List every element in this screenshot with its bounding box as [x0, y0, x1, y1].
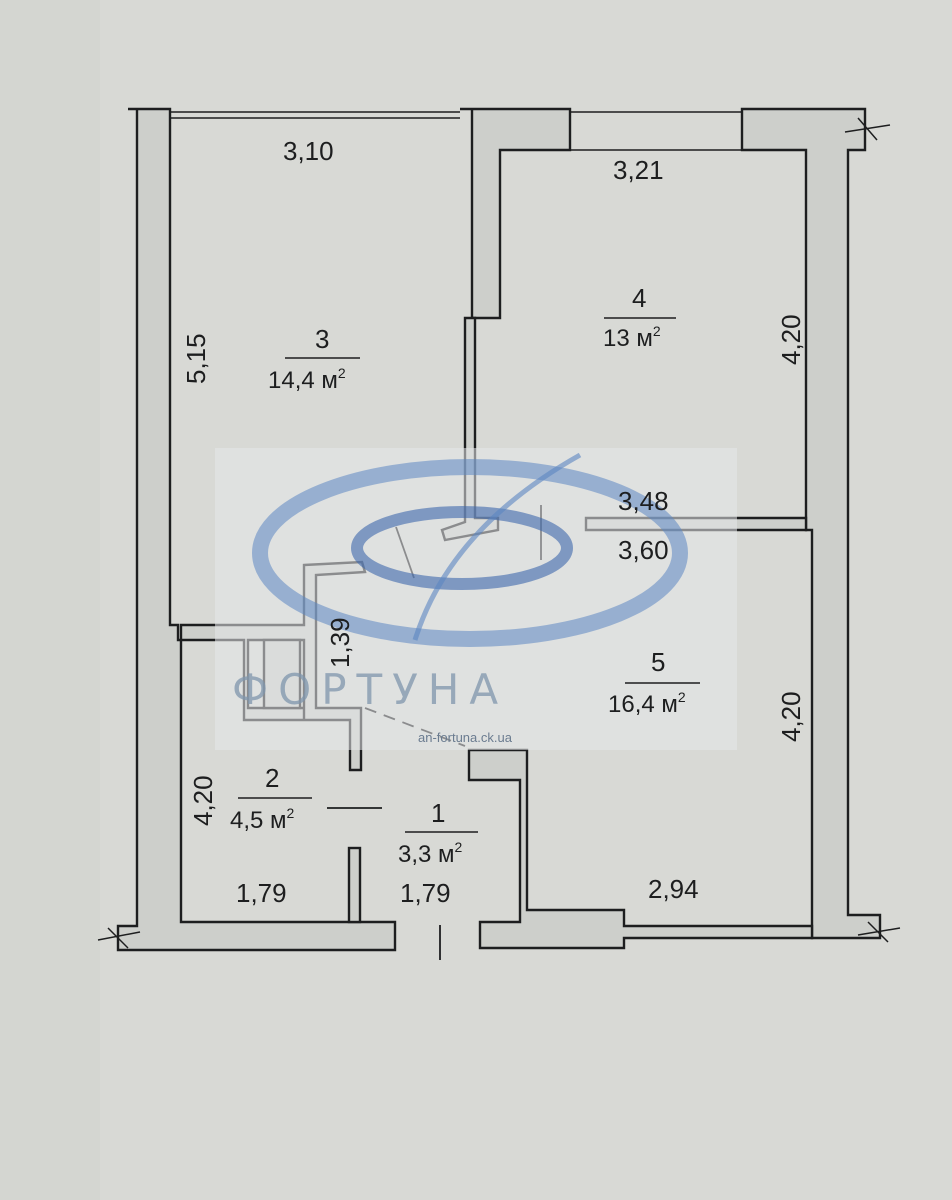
axis-mark-bottom-left: [97, 931, 141, 941]
dim-room5-top1: 3,48: [618, 486, 669, 516]
room-area: 3,3 м2: [398, 839, 463, 868]
room-area: 14,4 м2: [268, 365, 346, 394]
dim-room5-bottom: 2,94: [648, 874, 699, 904]
room-number: 2: [265, 763, 279, 793]
room-4-label: 4 13 м2: [603, 283, 676, 352]
room-area: 4,5 м2: [230, 805, 295, 834]
dim-room3-length: 5,15: [181, 333, 211, 384]
watermark-brand: ФОРТУНА: [232, 665, 508, 714]
dim-room2-length: 4,20: [188, 775, 218, 826]
room-1-label: 1 3,3 м2: [398, 798, 478, 868]
room-number: 5: [651, 647, 665, 677]
wall-corridor-room5: [467, 748, 814, 950]
room-5-label: 5 16,4 м2: [608, 647, 700, 718]
wall-top-right: [740, 107, 882, 940]
dim-hall-length: 1,39: [325, 617, 355, 668]
room-number: 4: [632, 283, 646, 313]
room-2-label: 2 4,5 м2: [230, 763, 312, 834]
watermark-swoosh-inner: [351, 506, 573, 590]
dim-room5-top2: 3,60: [618, 535, 669, 565]
axis-mark-top-right-tick: [857, 117, 878, 141]
axis-marks: [97, 117, 901, 949]
wall-room2-room1: [347, 846, 362, 924]
dim-room3-width: 3,10: [283, 136, 334, 166]
dim-room4-width: 3,21: [613, 155, 664, 185]
wall-top-middle: [460, 107, 572, 320]
paper-shadow: [0, 0, 100, 1200]
room-area: 16,4 м2: [608, 689, 686, 718]
axis-mark-bottom-right: [857, 927, 901, 936]
room-area: 13 м2: [603, 323, 661, 352]
watermark-arc: [412, 452, 582, 641]
dim-room5-length: 4,20: [776, 691, 806, 742]
wall-left: [116, 107, 397, 952]
room-3-label: 3 14,4 м2: [268, 324, 360, 394]
watermark: ФОРТУНА an-fortuna.ck.ua: [215, 448, 737, 750]
dim-room2-width: 1,79: [236, 878, 287, 908]
watermark-url: an-fortuna.ck.ua: [418, 730, 513, 745]
dim-room4-length: 4,20: [776, 314, 806, 365]
room-number: 3: [315, 324, 329, 354]
dim-room1-width: 1,79: [400, 878, 451, 908]
dimension-labels: 3,10 3,21 5,15 4,20 3,48 3,60 1,39 4,20 …: [181, 136, 806, 908]
axis-mark-bottom-left-tick: [107, 927, 129, 949]
axis-mark-bottom-right-tick: [867, 921, 889, 943]
room-number: 1: [431, 798, 445, 828]
watermark-swoosh-outer: [252, 459, 688, 647]
